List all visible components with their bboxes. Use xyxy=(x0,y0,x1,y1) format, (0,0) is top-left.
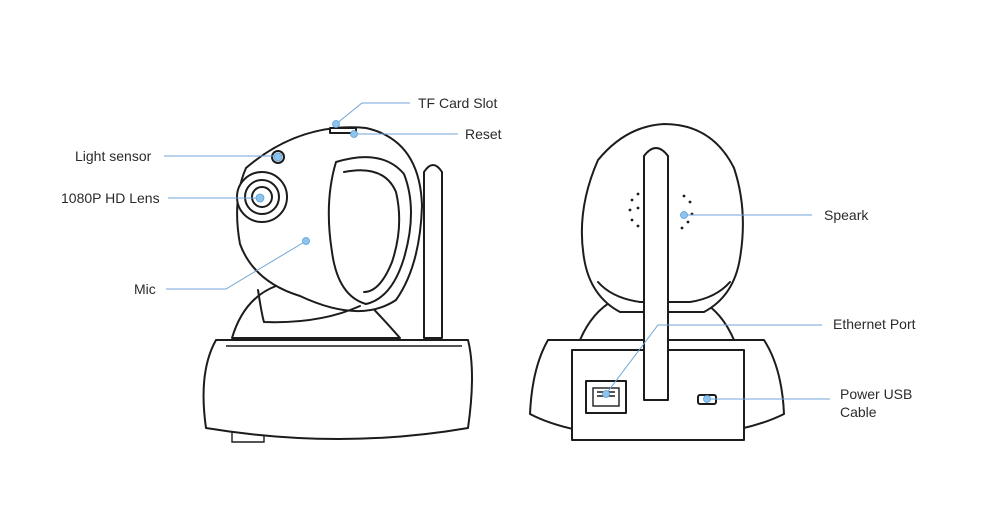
callouts xyxy=(164,102,830,403)
ethernet-port-leader xyxy=(605,324,822,395)
mic-leader xyxy=(166,240,307,290)
reset-dot xyxy=(350,130,358,138)
label-mic: Mic xyxy=(134,281,156,297)
back-antenna xyxy=(643,147,669,401)
ethernet-port-inner xyxy=(592,387,620,407)
speaker-holes xyxy=(628,192,694,230)
label-power-usb: Power USB xyxy=(840,386,912,402)
ethernet-port-dot xyxy=(602,390,610,398)
label-tf-card-slot: TF Card Slot xyxy=(418,95,497,111)
label-light-sensor: Light sensor xyxy=(75,148,152,164)
mic-dot xyxy=(302,237,310,245)
tf-card-slot-leader xyxy=(335,102,410,125)
speaker-dot xyxy=(680,211,688,219)
labels: TF Card Slot Reset Light sensor 1080P HD… xyxy=(61,95,916,420)
front-antenna xyxy=(423,164,443,339)
power-usb-dot xyxy=(703,395,711,403)
hd-lens-dot xyxy=(255,193,265,203)
tf-card-slot-dot xyxy=(332,120,340,128)
front-side-inner-arc xyxy=(343,169,401,293)
front-side-arc xyxy=(327,156,412,305)
front-visor xyxy=(257,289,361,324)
front-camera xyxy=(202,126,473,443)
label-ethernet-port: Ethernet Port xyxy=(833,316,916,332)
front-base xyxy=(202,339,473,440)
back-camera xyxy=(529,123,785,441)
label-reset: Reset xyxy=(465,126,502,142)
light-sensor-dot xyxy=(273,152,283,162)
label-hd-lens: 1080P HD Lens xyxy=(61,190,160,206)
label-speaker: Speark xyxy=(824,207,869,223)
label-power-cable: Cable xyxy=(840,404,877,420)
front-base-foot xyxy=(231,432,265,443)
